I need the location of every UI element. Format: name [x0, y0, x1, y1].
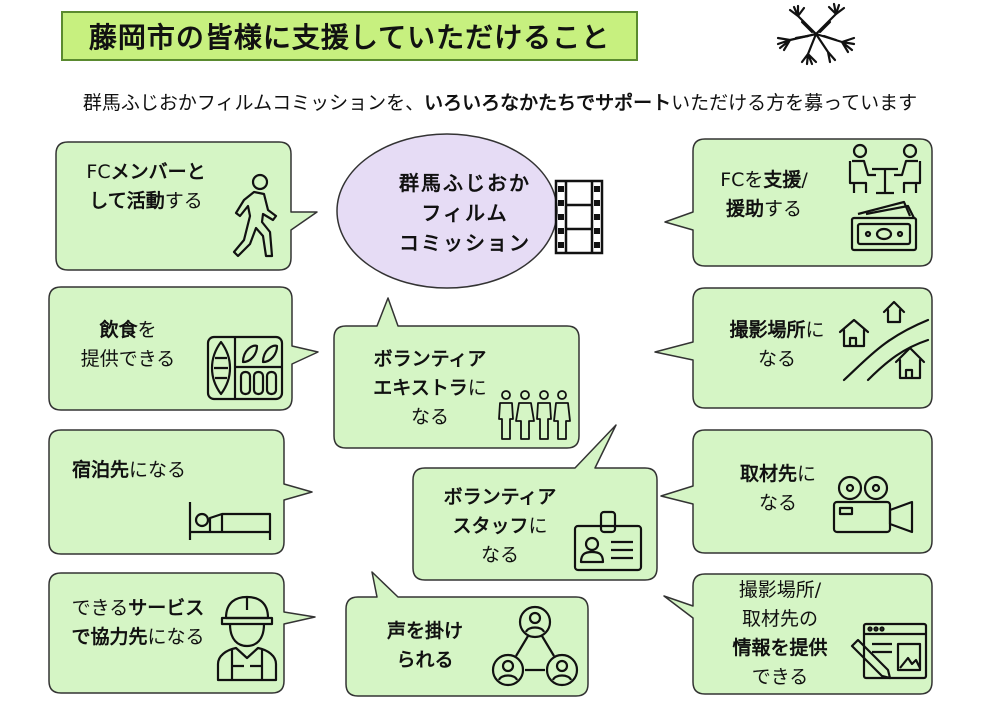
text-dekiru2: できる — [751, 666, 809, 688]
meeting-table-icon — [848, 143, 922, 195]
text-ninaru: になる — [129, 459, 187, 481]
text-slash: / — [801, 169, 808, 191]
text-satsuei: 撮影場所 — [729, 319, 806, 341]
text-suru2: する — [764, 198, 803, 220]
text-lodging: 宿泊先になる — [72, 456, 186, 485]
browser-edit-icon — [850, 622, 928, 680]
subtitle-part1: 群馬ふじおかフィルムコミッションを、 — [82, 92, 425, 114]
text-rareru: られる — [396, 649, 454, 671]
text-food: 飲食を 提供できる — [58, 316, 198, 374]
center-line2: フィルム — [421, 201, 509, 225]
text-jouhou: 情報を提供 — [732, 637, 828, 659]
text-ni4: に — [797, 463, 817, 485]
text-dekiru: できる — [71, 597, 129, 619]
text-extra: ボランティア エキストラに なる — [350, 345, 510, 432]
text-shuzaisaki: 取材先の — [741, 608, 818, 630]
title-box: 藤岡市の皆様に支援していただけること — [61, 11, 638, 61]
network-people-icon — [491, 605, 579, 687]
text-staff: ボランティア スタッフに なる — [420, 483, 580, 570]
worker-helmet-icon — [216, 595, 278, 682]
text-teikyou: 提供できる — [80, 348, 176, 370]
walking-person-icon — [232, 173, 278, 258]
text-shukuhaku: 宿泊先 — [72, 459, 130, 481]
subtitle: 群馬ふじおかフィルムコミッションを、いろいろなかたちでサポートいただける方を募っ… — [0, 88, 1000, 115]
page-title: 藤岡市の皆様に支援していただけること — [88, 21, 611, 54]
text-fcwo: FCを — [720, 169, 764, 191]
volunteers-icon — [498, 390, 571, 440]
text-service: できるサービス で協力先になる — [58, 594, 218, 652]
hands-circle-icon — [776, 2, 856, 66]
text-ninaru2: になる — [147, 626, 205, 648]
bubble-interview — [660, 429, 933, 554]
subtitle-part2: いただける方を募っています — [671, 92, 918, 114]
text-member: メンバーと — [110, 161, 206, 183]
text-info: 撮影場所/ 取材先の 情報を提供 できる — [710, 576, 850, 692]
text-location: 撮影場所に なる — [712, 316, 842, 374]
text-ni3: に — [805, 319, 825, 341]
text-interview: 取材先に なる — [718, 460, 838, 518]
text-ni2: に — [528, 515, 548, 537]
text-satsuei2: 撮影場所/ — [738, 579, 822, 601]
text-naru4: なる — [758, 492, 797, 514]
text-staff-word: スタッフ — [452, 515, 529, 537]
text-naru3: なる — [757, 348, 796, 370]
center-line1: 群馬ふじおか — [399, 171, 531, 195]
text-service-word: サービス — [128, 597, 205, 619]
text-voice: 声を掛け られる — [365, 617, 485, 675]
houses-road-icon — [838, 300, 930, 382]
text-wo: を — [137, 319, 157, 341]
movie-camera-icon — [832, 475, 914, 534]
text-support: FCを支援/ 援助する — [704, 166, 824, 224]
text-ni: に — [467, 377, 487, 399]
text-koe: 声を掛け — [386, 620, 463, 642]
text-kyouryoku: で協力先 — [71, 626, 148, 648]
text-extra-word: エキストラ — [373, 377, 468, 399]
text-enjo: 援助 — [725, 198, 764, 220]
text-volunteer: ボランティア — [373, 348, 487, 370]
text-shuzai: 取材先 — [739, 463, 797, 485]
bubble-location — [654, 287, 933, 409]
bed-icon — [188, 502, 272, 540]
bubble-service — [48, 572, 316, 694]
text-naru: なる — [410, 406, 449, 428]
text-suru: する — [164, 190, 203, 212]
text-fc: FC — [86, 161, 111, 183]
text-shien: 支援 — [763, 169, 802, 191]
center-title: 群馬ふじおか フィルム コミッション — [385, 168, 545, 258]
subtitle-bold: いろいろなかたちでサポート — [424, 92, 672, 114]
text-inshoku: 飲食 — [99, 319, 138, 341]
bubble-voice — [345, 571, 589, 697]
text-activity: して活動 — [89, 190, 165, 212]
bubble-lodging — [48, 429, 313, 555]
bubble-staff — [412, 424, 658, 581]
center-line3: コミッション — [399, 231, 531, 255]
text-volunteer2: ボランティア — [443, 486, 557, 508]
money-icon — [850, 200, 918, 252]
bento-icon — [206, 335, 284, 401]
text-fc-member: FCメンバーと して活動する — [66, 158, 226, 216]
text-naru2: なる — [480, 544, 519, 566]
film-strip-icon — [554, 179, 604, 255]
id-badge-icon — [573, 510, 643, 572]
